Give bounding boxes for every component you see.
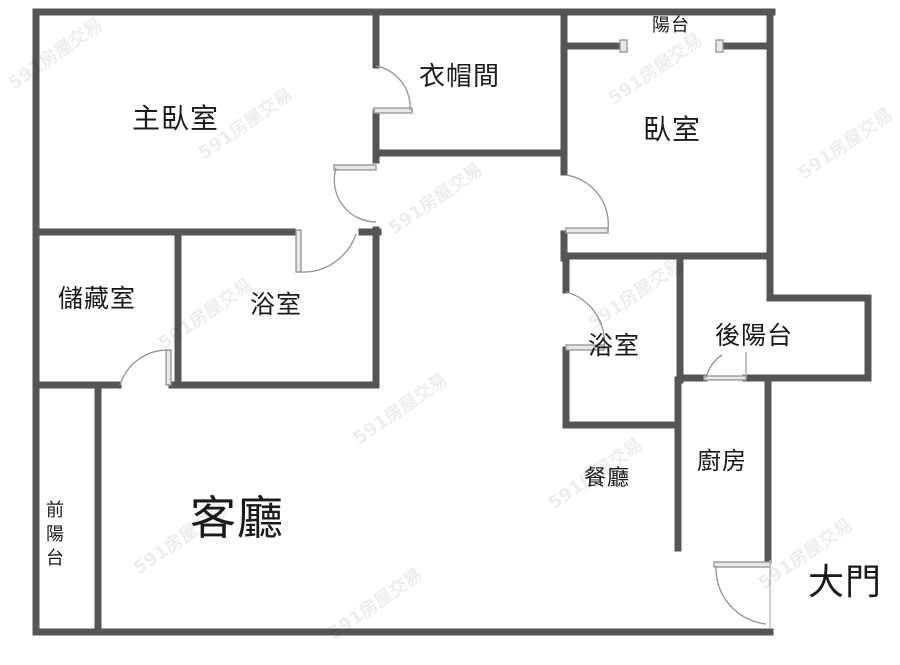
room-label-living-room: 客廳 bbox=[190, 491, 284, 545]
room-label-kitchen: 廚房 bbox=[697, 447, 747, 475]
room-label-master-bedroom: 主臥室 bbox=[132, 102, 220, 135]
room-label-bathroom-right: 浴室 bbox=[588, 331, 641, 360]
room-label-balcony: 陽台 bbox=[652, 15, 690, 36]
doors bbox=[119, 39, 771, 628]
walls bbox=[32, 8, 872, 636]
room-label-dining-room: 餐廳 bbox=[584, 466, 631, 491]
room-label-storage: 儲藏室 bbox=[58, 284, 137, 313]
room-label-bedroom: 臥室 bbox=[643, 113, 702, 146]
room-label-bathroom-left: 浴室 bbox=[250, 290, 303, 319]
entrance-label: 大門 bbox=[808, 562, 883, 603]
room-label-front-balcony: 前陽台 bbox=[43, 500, 64, 572]
room-label-rear-balcony: 後陽台 bbox=[715, 321, 794, 350]
room-label-walk-in-closet: 衣帽間 bbox=[419, 62, 501, 92]
